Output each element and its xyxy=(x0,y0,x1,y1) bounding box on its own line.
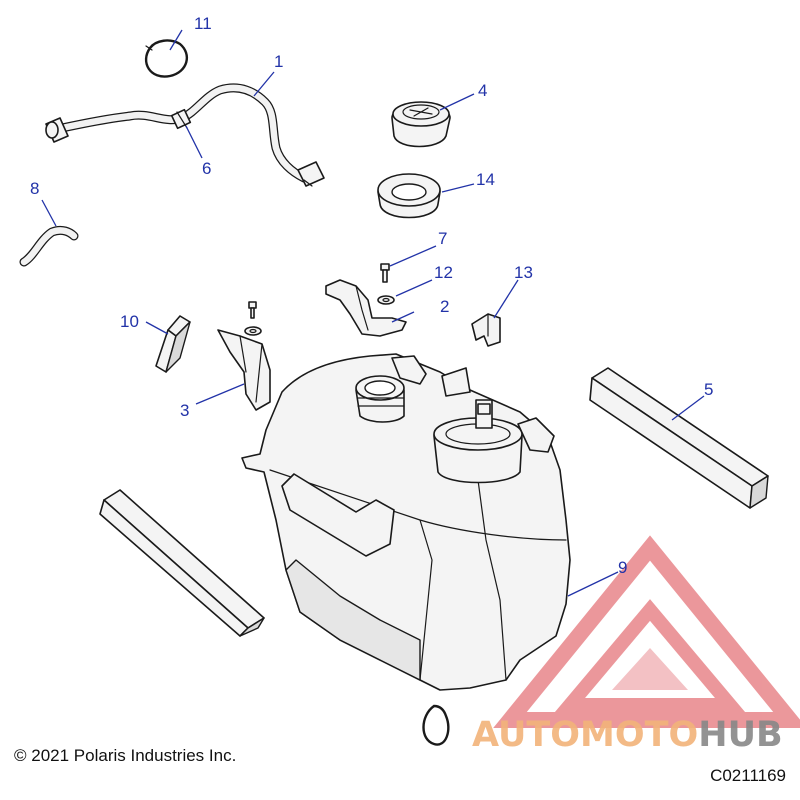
part-13-clip xyxy=(471,313,501,347)
part-1-vent-hose xyxy=(45,83,325,187)
callout-8: 8 xyxy=(30,179,39,198)
leader-lines xyxy=(41,29,705,597)
part-9-fuel-tank xyxy=(241,353,571,691)
part-8-small-hose xyxy=(19,225,79,267)
callout-5: 5 xyxy=(704,380,713,399)
copyright-notice: © 2021 Polaris Industries Inc. xyxy=(14,746,237,765)
watermark-logo xyxy=(493,535,800,728)
callout-3: 3 xyxy=(180,401,189,420)
callout-10: 10 xyxy=(120,312,139,331)
part-7-bolt xyxy=(380,263,390,283)
callout-6: 6 xyxy=(202,159,211,178)
callout-11: 11 xyxy=(194,14,212,33)
bracket-bolt xyxy=(244,301,262,336)
callout-2: 2 xyxy=(440,297,449,316)
part-12-washer xyxy=(377,295,395,305)
part-2-bracket xyxy=(325,279,407,337)
part-3-side-bracket xyxy=(217,329,271,411)
drawing-number: C0211169 xyxy=(710,766,786,785)
part-5-foam-pad xyxy=(589,367,769,509)
watermark-text-hub: HUB xyxy=(698,715,782,755)
part-14-gasket xyxy=(377,173,441,219)
callout-13: 13 xyxy=(514,263,533,282)
callout-14: 14 xyxy=(476,170,495,189)
callout-1: 1 xyxy=(274,52,283,71)
watermark-text-automoto: AUTOMOTO xyxy=(472,715,698,755)
callout-7: 7 xyxy=(438,229,447,248)
part-6-hose-clip xyxy=(170,108,192,130)
callout-labels: 11 1 4 6 14 8 7 12 13 2 10 5 3 9 xyxy=(30,14,713,577)
part-4-fuel-cap xyxy=(391,101,451,148)
part-11-clamp xyxy=(144,39,189,78)
callout-12: 12 xyxy=(434,263,453,282)
part-10-foam-pad xyxy=(155,315,191,373)
bottom-clamp xyxy=(422,704,450,746)
callout-9: 9 xyxy=(618,558,627,577)
foam-pad-left xyxy=(99,489,265,637)
callout-4: 4 xyxy=(478,81,487,100)
watermark-text: AUTOMOTOHUB xyxy=(472,715,783,755)
